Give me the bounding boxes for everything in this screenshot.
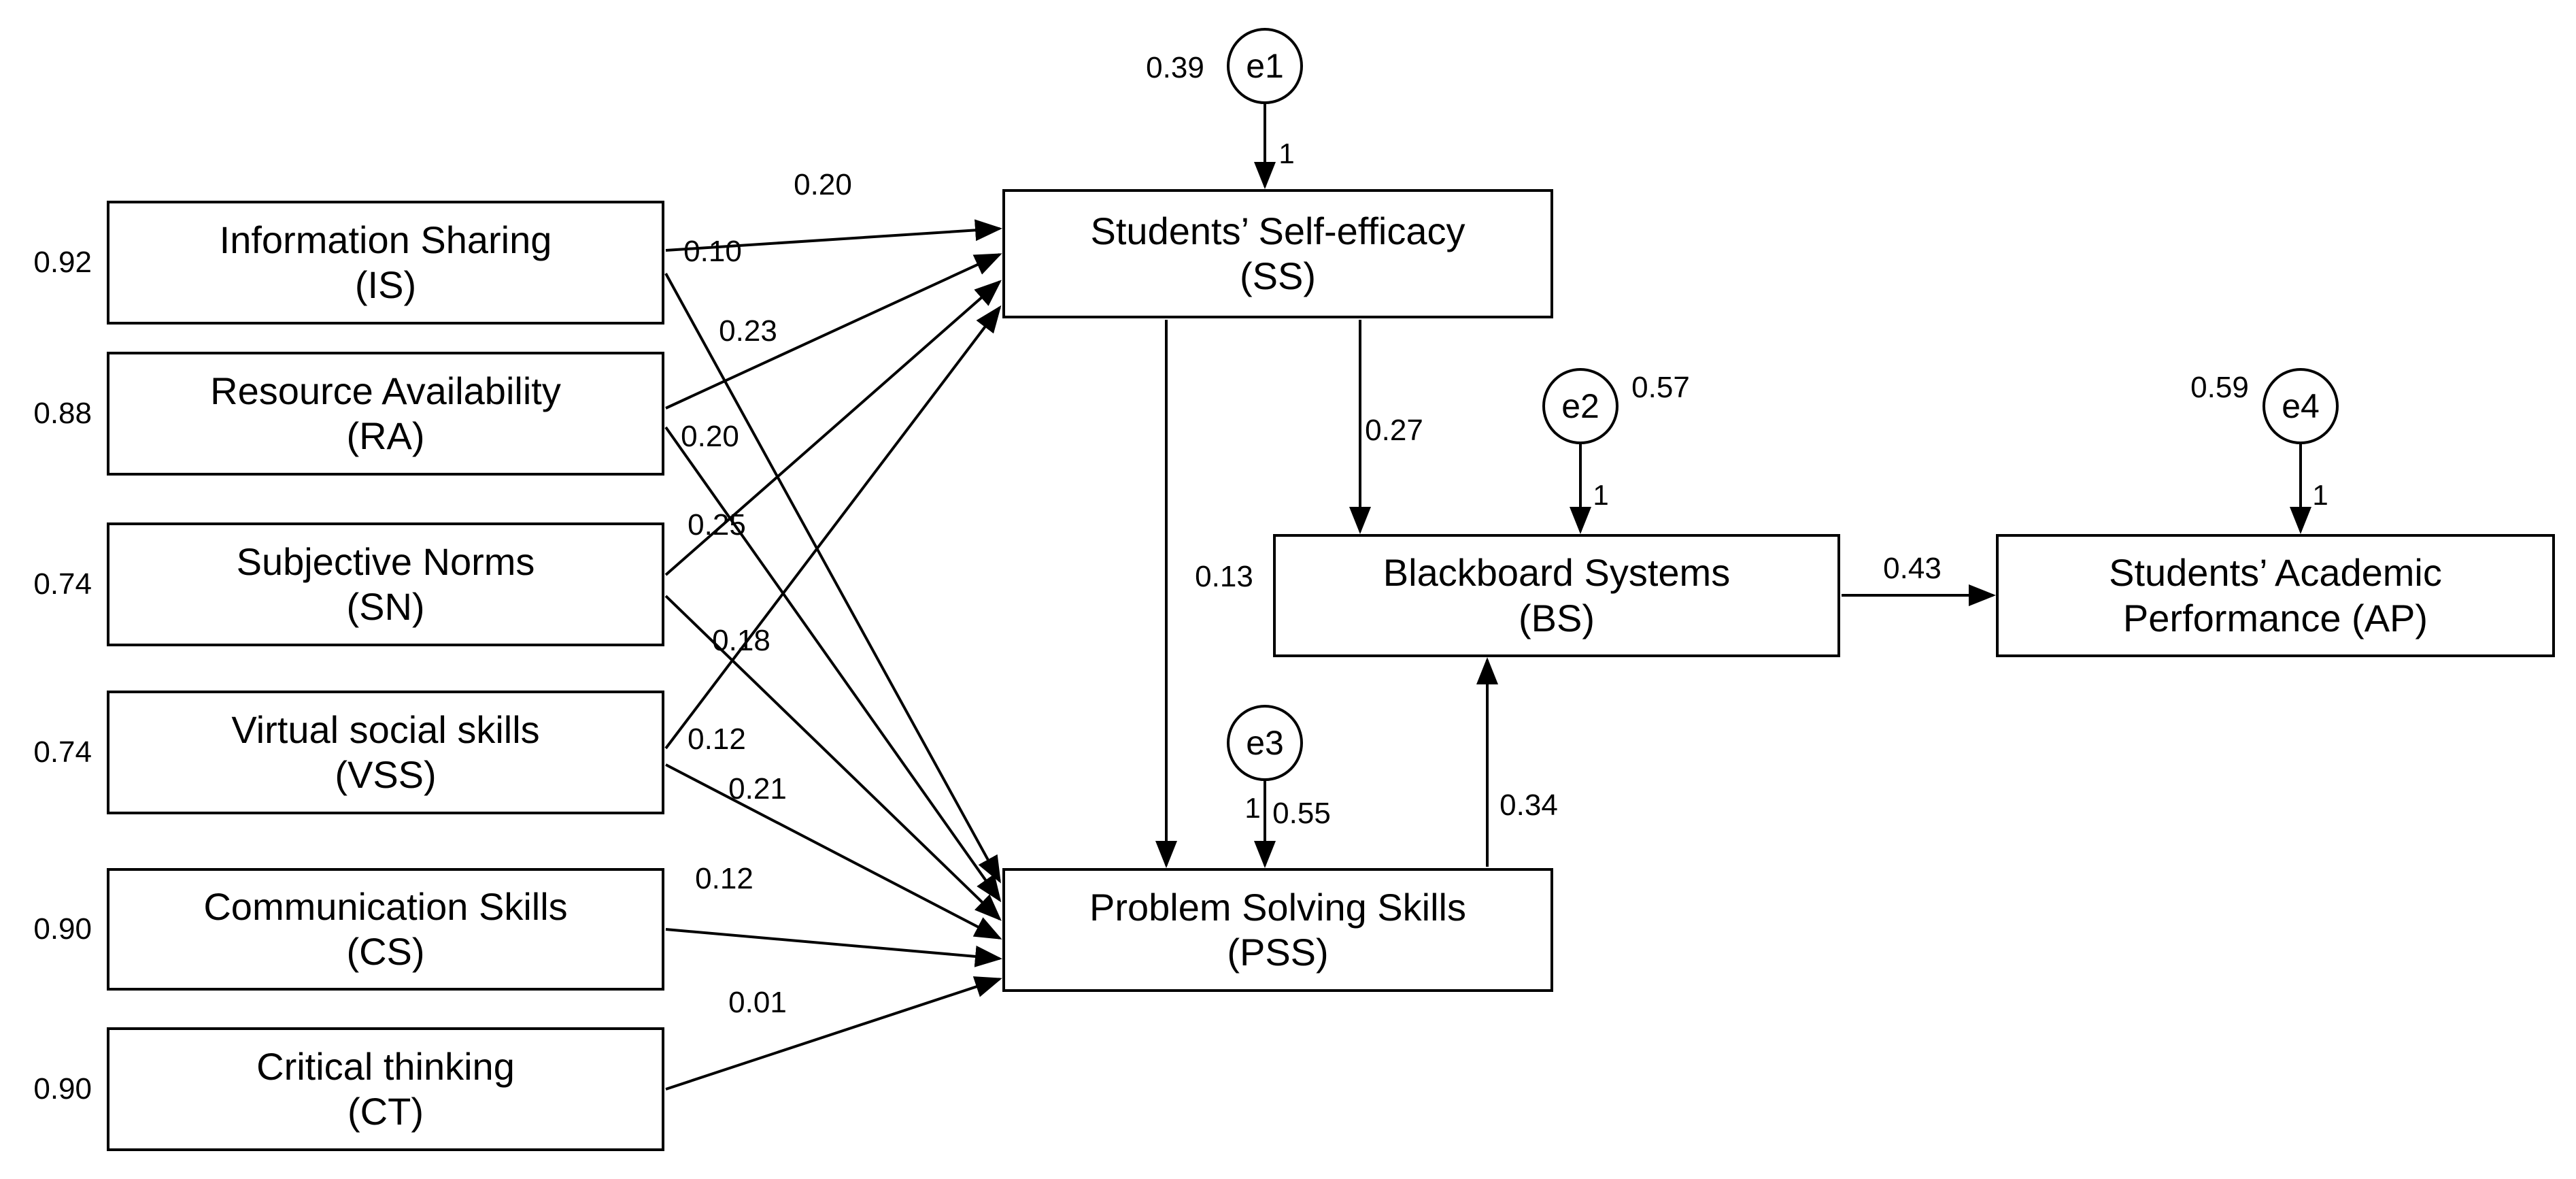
edge-is-ss — [665, 219, 1002, 252]
coef-ss-pss: 0.13 — [1195, 560, 1253, 593]
edge-sn-pss — [664, 595, 1002, 921]
node-label: Virtual social skills — [231, 708, 540, 751]
node-virtual-social-skills: Virtual social skills (VSS) — [107, 691, 664, 814]
error-variance-e4: 0.59 — [2190, 371, 2249, 404]
node-abbrev: Performance (AP) — [2122, 596, 2428, 640]
node-abbrev: (CS) — [346, 930, 425, 973]
node-label: Information Sharing — [219, 218, 552, 261]
error-variance-e1: 0.39 — [1146, 51, 1204, 84]
value-is: 0.92 — [33, 246, 92, 279]
node-label: Resource Availability — [210, 369, 561, 412]
node-problem-solving-skills: Problem Solving Skills (PSS) — [1002, 868, 1553, 992]
node-abbrev: (SN) — [346, 585, 425, 628]
coef-bs-ap: 0.43 — [1883, 552, 1942, 585]
coef-ct-pss: 0.01 — [728, 986, 787, 1019]
coef-is-ss: 0.20 — [794, 168, 852, 201]
error-label: e4 — [2282, 387, 2320, 425]
edge-ra-pss — [664, 426, 1002, 903]
error-label: e2 — [1561, 387, 1599, 425]
error-term-e3: e3 — [1227, 705, 1303, 781]
value-cs: 0.90 — [33, 912, 92, 946]
edge-ct-pss — [665, 976, 1002, 1091]
error-loading-e4: 1 — [2312, 479, 2328, 511]
node-abbrev: (RA) — [346, 414, 425, 457]
node-abbrev: (IS) — [354, 263, 417, 306]
error-label: e3 — [1246, 724, 1284, 762]
edge-vss-ss — [664, 305, 1002, 750]
node-label: Blackboard Systems — [1383, 551, 1731, 595]
node-information-sharing: Information Sharing (IS) — [107, 201, 664, 325]
coef-ss-bs: 0.27 — [1365, 414, 1423, 447]
coef-ra-pss: 0.20 — [681, 420, 739, 453]
node-label: Problem Solving Skills — [1089, 885, 1466, 929]
node-abbrev: (SS) — [1240, 254, 1316, 297]
node-students-self-efficacy: Students’ Self-efficacy (SS) — [1002, 189, 1553, 318]
coef-cs-pss: 0.12 — [695, 862, 753, 895]
error-loading-e2: 1 — [1593, 479, 1609, 511]
error-variance-e3: 0.55 — [1272, 797, 1331, 830]
node-critical-thinking: Critical thinking (CT) — [107, 1027, 664, 1151]
error-loading-e3: 1 — [1244, 792, 1261, 824]
edge-ra-ss — [665, 253, 1002, 410]
coef-vss-ss: 0.12 — [688, 723, 746, 756]
node-abbrev: (BS) — [1519, 596, 1595, 640]
coef-sn-ss: 0.25 — [688, 508, 746, 542]
edge-vss-pss — [665, 763, 1002, 940]
coef-sn-pss: 0.18 — [712, 624, 770, 657]
error-term-e1: e1 — [1227, 28, 1303, 104]
coef-vss-pss: 0.21 — [728, 772, 787, 806]
node-label: Communication Skills — [203, 884, 568, 928]
node-resource-availability: Resource Availability (RA) — [107, 352, 664, 476]
error-term-e4: e4 — [2263, 368, 2339, 444]
node-students-academic-performance: Students’ Academic Performance (AP) — [1996, 534, 2555, 657]
node-subjective-norms: Subjective Norms (SN) — [107, 522, 664, 646]
node-label: Subjective Norms — [236, 539, 535, 583]
value-ct: 0.90 — [33, 1072, 92, 1106]
coef-ra-ss: 0.23 — [719, 314, 777, 348]
error-variance-e2: 0.57 — [1631, 371, 1690, 404]
node-communication-skills: Communication Skills (CS) — [107, 868, 664, 991]
node-blackboard-systems: Blackboard Systems (BS) — [1273, 534, 1840, 657]
value-ra: 0.88 — [33, 397, 92, 430]
node-abbrev: (PSS) — [1227, 931, 1329, 974]
node-abbrev: (VSS) — [335, 753, 437, 796]
error-loading-e1: 1 — [1278, 137, 1295, 169]
coef-pss-bs: 0.34 — [1499, 788, 1558, 822]
node-label: Students’ Self-efficacy — [1090, 209, 1465, 252]
edge-is-pss — [664, 273, 1001, 884]
node-label: Students’ Academic — [2109, 551, 2442, 595]
value-sn: 0.74 — [33, 567, 92, 601]
edge-sn-ss — [664, 280, 1002, 576]
value-vss: 0.74 — [33, 735, 92, 769]
coef-is-pss: 0.10 — [683, 235, 742, 268]
node-label: Critical thinking — [256, 1044, 515, 1088]
error-term-e2: e2 — [1542, 368, 1619, 444]
node-abbrev: (CT) — [348, 1090, 424, 1133]
error-label: e1 — [1246, 47, 1284, 85]
edge-cs-pss — [665, 928, 1002, 967]
